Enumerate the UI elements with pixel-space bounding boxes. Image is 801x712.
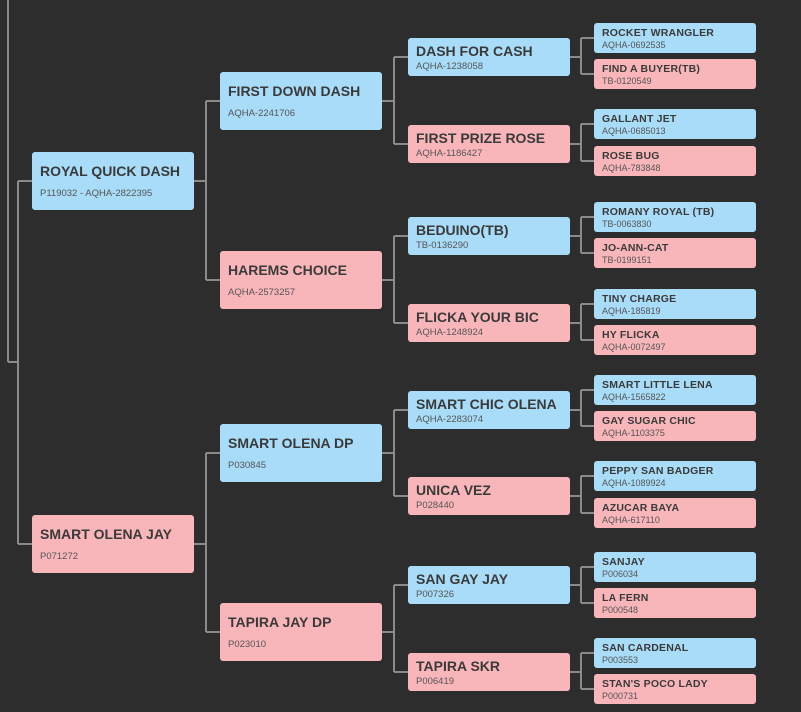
registration-number: AQHA-1565822 <box>602 391 666 402</box>
horse-name: JO-ANN-CAT <box>602 241 669 254</box>
horse-name: TAPIRA JAY DP <box>228 614 332 630</box>
registration-number: AQHA-2283074 <box>416 413 484 425</box>
registration-number: AQHA-2573257 <box>228 287 296 298</box>
registration-number: AQHA-1238058 <box>416 60 484 72</box>
horse-name: SMART CHIC OLENA <box>416 395 557 412</box>
dam-card-gen2[interactable]: TAPIRA JAY DP P023010 <box>220 603 382 661</box>
registration-number: P000548 <box>602 604 639 615</box>
horse-name: HAREMS CHOICE <box>228 262 348 278</box>
registration-number: AQHA-0692535 <box>602 39 666 50</box>
horse-name: FLICKA YOUR BIC <box>416 308 539 325</box>
horse-name: HY FLICKA <box>602 328 660 341</box>
horse-name: LA FERN <box>602 591 649 604</box>
horse-name: SMART OLENA JAY <box>40 526 172 542</box>
sire-card-gen3[interactable]: BEDUINO(TB)TB-0136290 <box>408 217 570 255</box>
sire-card-gen4[interactable]: ROMANY ROYAL (TB)TB-0063830 <box>594 202 756 232</box>
sire-card-gen2[interactable]: SMART OLENA DP P030845 <box>220 424 382 482</box>
horse-name: SANJAY <box>602 555 645 568</box>
sire-card-gen2[interactable]: FIRST DOWN DASH AQHA-2241706 <box>220 72 382 130</box>
horse-name: SAN GAY JAY <box>416 570 509 587</box>
horse-name: UNICA VEZ <box>416 481 491 498</box>
horse-name: FIND A BUYER(TB) <box>602 62 701 75</box>
registration-number: P028440 <box>416 499 455 511</box>
dam-card-gen4[interactable]: FIND A BUYER(TB)TB-0120549 <box>594 59 756 89</box>
horse-name: BEDUINO(TB) <box>416 221 509 238</box>
horse-name: ROYAL QUICK DASH <box>40 163 181 179</box>
registration-number: AQHA-1248924 <box>416 326 484 338</box>
horse-name: ROSE BUG <box>602 149 660 162</box>
horse-name: ROMANY ROYAL (TB) <box>602 205 715 218</box>
registration-number: AQHA-1186427 <box>416 147 483 159</box>
dam-card-gen2[interactable]: HAREMS CHOICE AQHA-2573257 <box>220 251 382 309</box>
horse-name: ROCKET WRANGLER <box>602 26 715 39</box>
registration-number: AQHA-0072497 <box>602 341 666 352</box>
horse-name: FIRST DOWN DASH <box>228 83 361 99</box>
registration-number: AQHA-0685013 <box>602 125 666 136</box>
horse-name: AZUCAR BAYA <box>602 501 680 514</box>
registration-number: P023010 <box>228 639 267 650</box>
registration-number: P071272 <box>40 551 79 562</box>
horse-name: GAY SUGAR CHIC <box>602 414 696 427</box>
horse-name: STAN'S POCO LADY <box>602 677 708 690</box>
registration-number: P006034 <box>602 568 639 579</box>
sire-card-gen1[interactable]: ROYAL QUICK DASH P119032 - AQHA-2822395 <box>32 152 194 210</box>
horse-name: SAN CARDENAL <box>602 641 689 654</box>
horse-name: DASH FOR CASH <box>416 42 533 59</box>
registration-number: AQHA-1103375 <box>602 427 665 438</box>
registration-number: TB-0063830 <box>602 218 652 229</box>
registration-number: AQHA-185819 <box>602 305 661 316</box>
registration-number: P000731 <box>602 690 639 701</box>
registration-number: P030845 <box>228 460 267 471</box>
dam-card-gen1[interactable]: SMART OLENA JAY P071272 <box>32 515 194 573</box>
registration-number: TB-0136290 <box>416 239 469 251</box>
horse-name: TINY CHARGE <box>602 292 677 305</box>
registration-number: AQHA-1089924 <box>602 477 666 488</box>
horse-name: GALLANT JET <box>602 112 677 125</box>
registration-number: TB-0199151 <box>602 254 652 265</box>
registration-number: P007326 <box>416 588 455 600</box>
horse-name: SMART LITTLE LENA <box>602 378 713 391</box>
registration-number: P003553 <box>602 654 639 665</box>
horse-name: PEPPY SAN BADGER <box>602 464 714 477</box>
registration-number: AQHA-2241706 <box>228 108 296 119</box>
registration-number: TB-0120549 <box>602 75 652 86</box>
horse-name: FIRST PRIZE ROSE <box>416 129 546 146</box>
registration-number: AQHA-783848 <box>602 162 661 173</box>
registration-number: AQHA-617110 <box>602 514 660 525</box>
registration-number: P006419 <box>416 675 455 687</box>
registration-number: P119032 - AQHA-2822395 <box>40 188 153 199</box>
horse-name: TAPIRA SKR <box>416 657 500 674</box>
horse-name: SMART OLENA DP <box>228 435 354 451</box>
